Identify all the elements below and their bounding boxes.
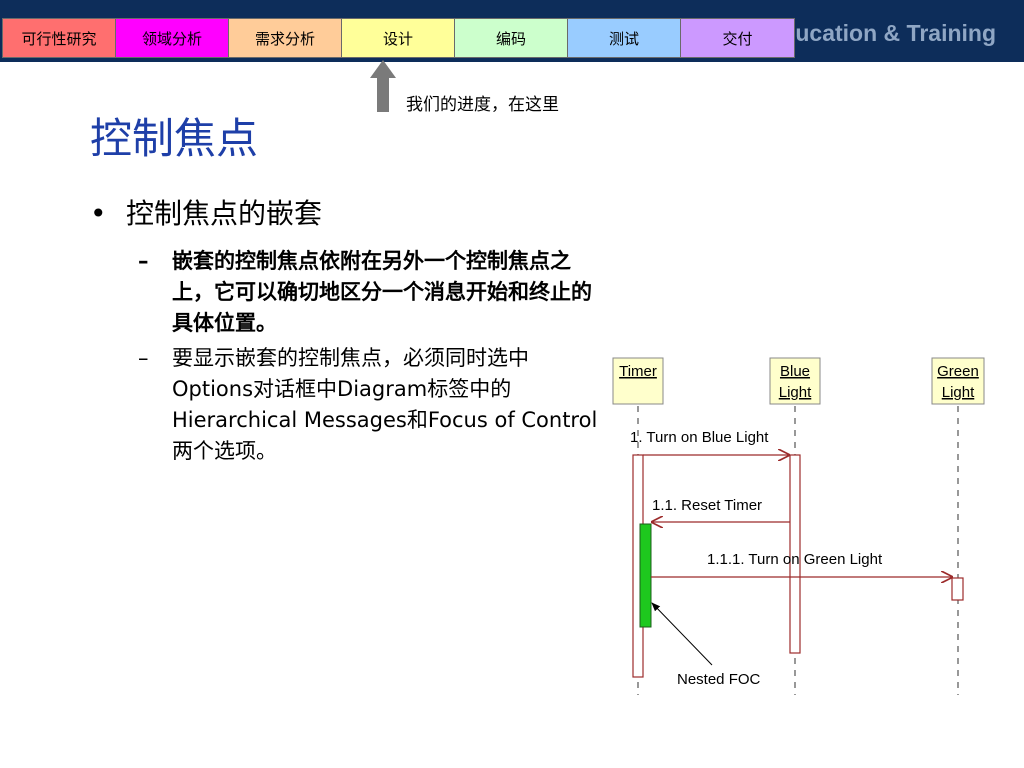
phase-testing[interactable]: 测试 xyxy=(568,19,681,57)
lifeline-green-label-2: Light xyxy=(942,384,975,401)
bullet-item: • 控制焦点的嵌套 xyxy=(90,192,322,232)
message-1-label: 1. Turn on Blue Light xyxy=(630,429,769,446)
page-title: 控制焦点 xyxy=(90,114,259,163)
sequence-diagram: Timer Blue Light Green Light 1. Turn on … xyxy=(612,357,985,695)
green-activation xyxy=(951,577,964,601)
blue-activation xyxy=(789,454,801,654)
subpoint-2: – 要显示嵌套的控制焦点，必须同时选中Options对话框中Diagram标签中… xyxy=(138,343,608,467)
lifeline-green-label-1: Green xyxy=(937,363,979,380)
lifeline-blue-light: Blue Light xyxy=(769,357,821,405)
subpoint-1-text: 嵌套的控制焦点依附在另外一个控制焦点之上，它可以确切地区分一个消息开始和终止的具… xyxy=(172,249,592,335)
phase-navigation: 可行性研究 领域分析 需求分析 设计 编码 测试 交付 xyxy=(2,18,795,58)
phase-coding[interactable]: 编码 xyxy=(455,19,568,57)
lifeline-green-light: Green Light xyxy=(931,357,985,405)
phase-design[interactable]: 设计 xyxy=(342,19,455,57)
nested-foc-bar xyxy=(639,523,652,628)
lifeline-blue-label-1: Blue xyxy=(780,363,810,380)
phase-feasibility[interactable]: 可行性研究 xyxy=(3,19,116,57)
progress-arrow-icon xyxy=(370,60,396,112)
subpoint-1: – 嵌套的控制焦点依附在另外一个控制焦点之上，它可以确切地区分一个消息开始和终止… xyxy=(138,246,608,339)
progress-note: 我们的进度，在这里 xyxy=(406,95,559,115)
note-pointer-arrow xyxy=(651,602,713,666)
message-3-label: 1.1.1. Turn on Green Light xyxy=(707,551,883,568)
bullet-dot: • xyxy=(90,197,107,230)
message-2-label: 1.1. Reset Timer xyxy=(652,497,762,514)
dash-marker: – xyxy=(138,249,149,273)
subpoint-2-text: 要显示嵌套的控制焦点，必须同时选中Options对话框中Diagram标签中的H… xyxy=(172,346,598,463)
lifeline-timer-label: Timer xyxy=(619,363,657,380)
phase-requirements[interactable]: 需求分析 xyxy=(229,19,342,57)
header-bar: 可行性研究 领域分析 需求分析 设计 编码 测试 交付 ucation & Tr… xyxy=(0,0,1024,62)
nested-foc-note: Nested FOC xyxy=(677,671,761,688)
phase-domain-analysis[interactable]: 领域分析 xyxy=(116,19,229,57)
lifeline-timer: Timer xyxy=(612,357,664,405)
lifeline-blue-label-2: Light xyxy=(779,384,812,401)
dash-marker: – xyxy=(138,346,149,370)
brand-text: ucation & Training xyxy=(795,20,996,46)
bullet-text: 控制焦点的嵌套 xyxy=(126,197,323,230)
phase-delivery[interactable]: 交付 xyxy=(681,19,794,57)
